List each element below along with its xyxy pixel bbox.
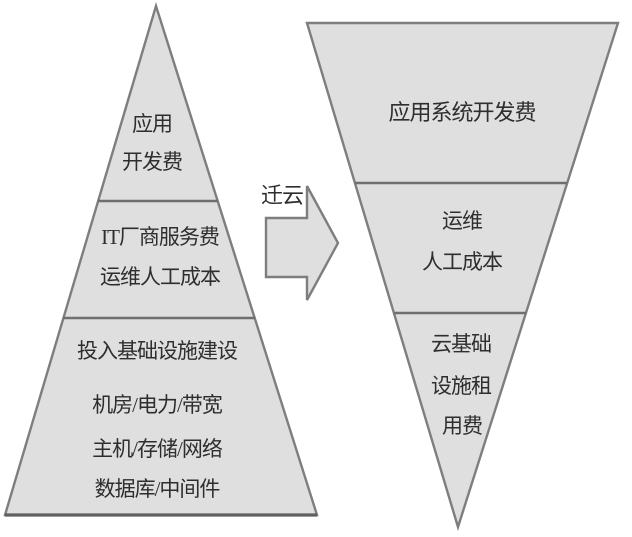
right-tier3-line2: 设施租	[431, 374, 492, 398]
right-tier3-line1: 云基础	[431, 332, 491, 356]
left-tier3-line1: 投入基础设施建设	[77, 339, 238, 363]
left-tier2-line2: 运维人工成本	[100, 265, 221, 289]
left-tier3-line2: 机房/电力/带宽	[92, 393, 223, 417]
migration-arrow-icon	[264, 185, 340, 301]
left-tier1-line1: 应用	[132, 112, 172, 136]
right-tier2-line1: 运维	[442, 209, 483, 233]
left-tier3-line4: 数据库/中间件	[95, 477, 220, 501]
left-tier1-line2: 开发费	[122, 150, 182, 174]
left-tier3-line3: 主机/存储/网络	[92, 437, 223, 461]
right-tier1-line1: 应用系统开发费	[388, 100, 535, 125]
right-pyramid-shape	[305, 21, 620, 532]
right-tier2-line2: 人工成本	[422, 250, 503, 274]
left-tier2-line1: IT厂商服务费	[101, 225, 219, 249]
right-tier3-line3: 用费	[442, 414, 482, 438]
migration-arrow-label: 迁云	[261, 183, 303, 208]
